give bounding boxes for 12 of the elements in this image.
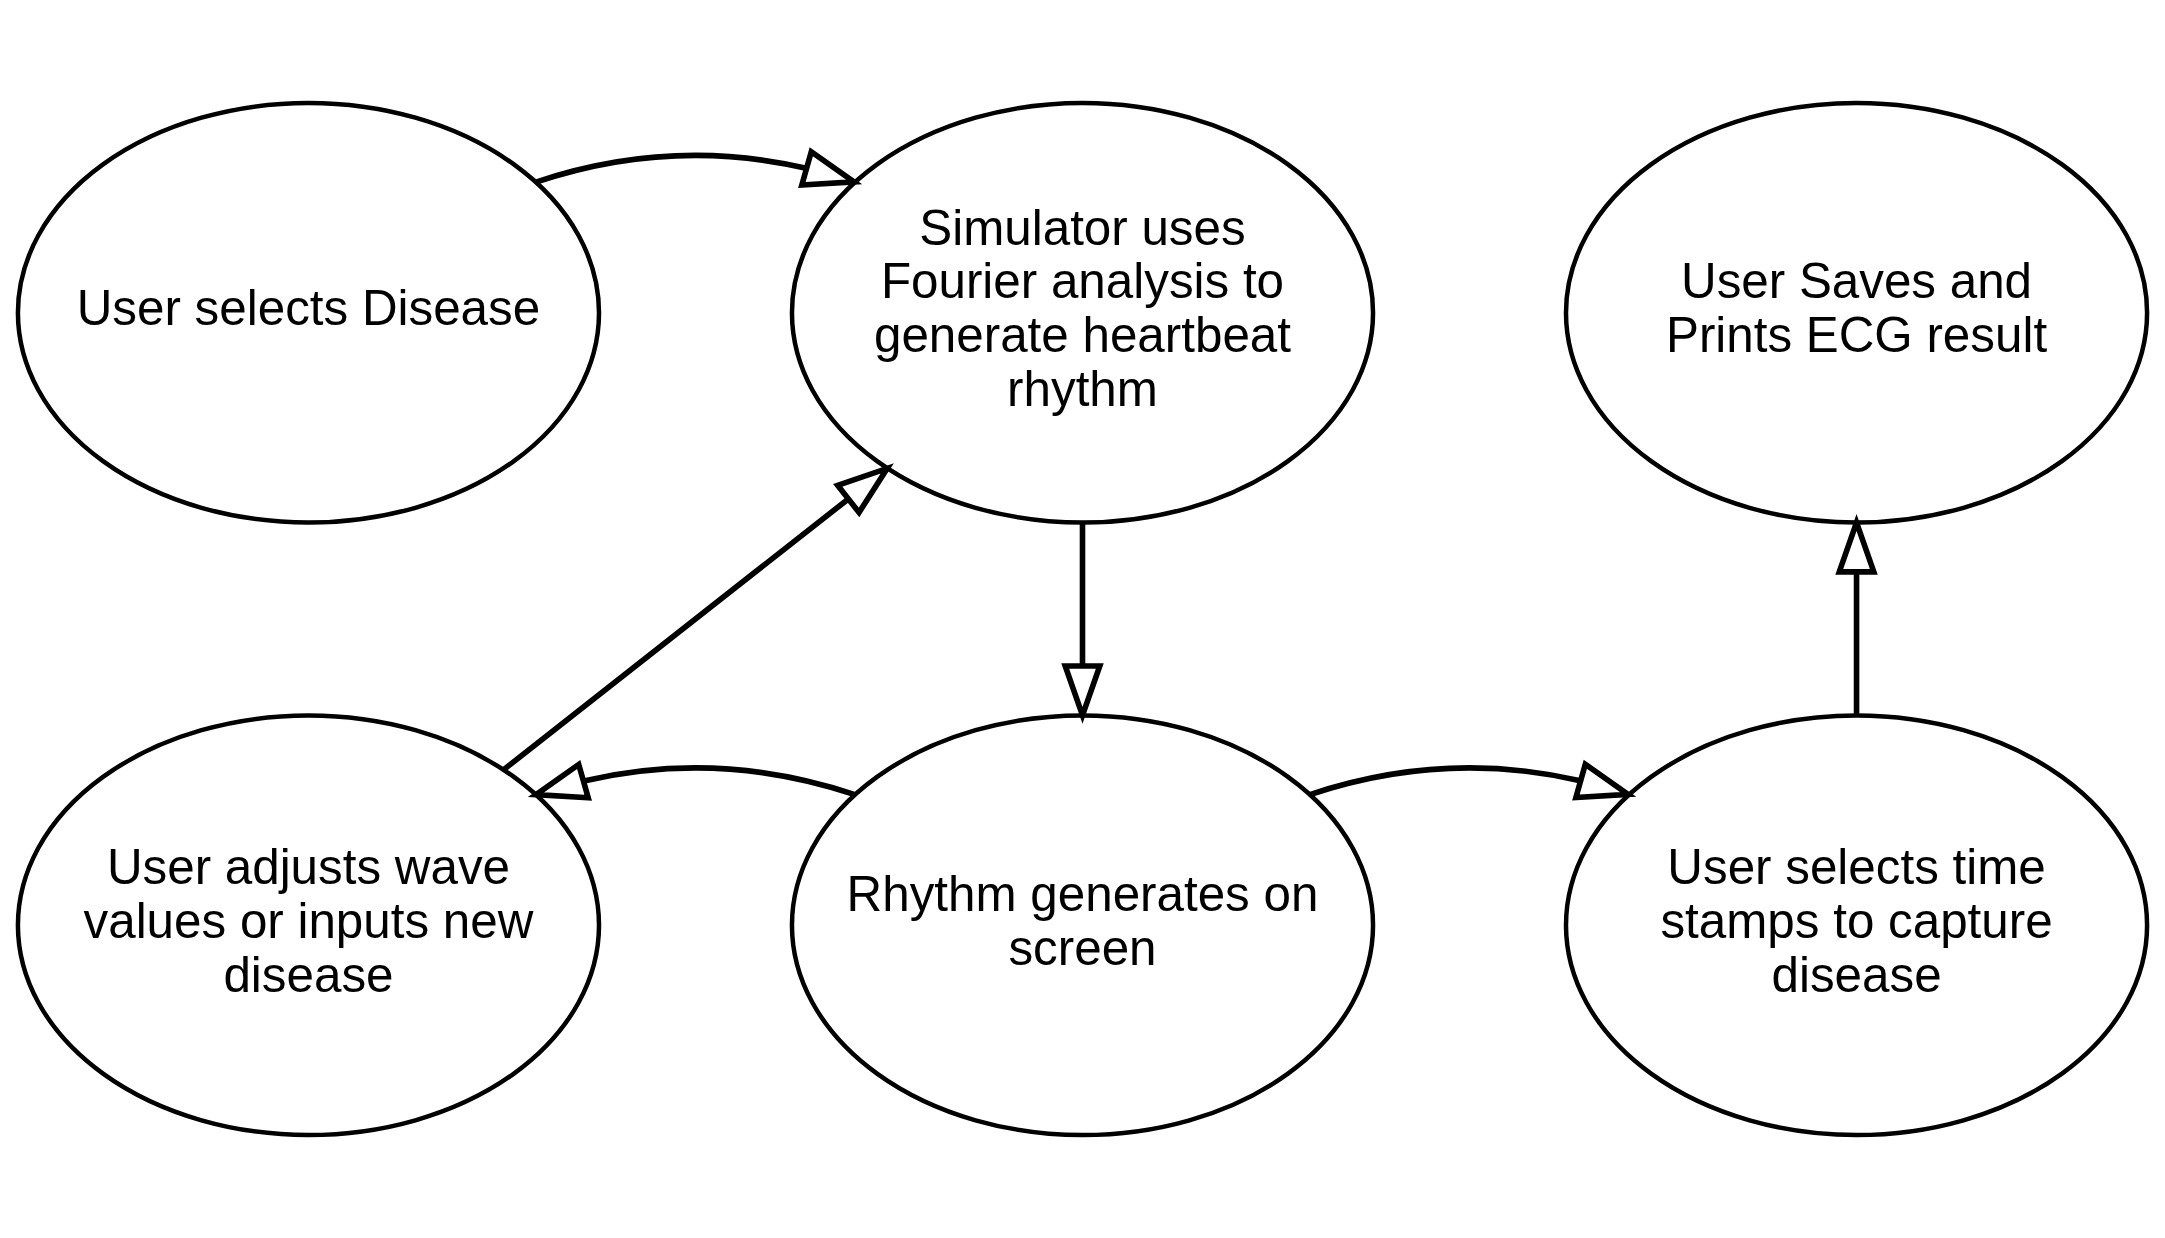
arrow	[535, 147, 863, 189]
node-ellipse: Simulator uses Fourier analysis to generate heartbeat rhythm	[789, 100, 1376, 525]
arrow	[1309, 759, 1637, 801]
arrow	[502, 463, 894, 772]
arrow	[1835, 514, 1878, 716]
node-ellipse: Rhythm generates on screen	[789, 713, 1376, 1138]
node-ellipse: User selects time stamps to capture disease	[1563, 713, 2150, 1138]
node-ellipse: User selects Disease	[15, 100, 602, 525]
node-ellipse: User adjusts wave values or inputs new disease	[15, 713, 602, 1138]
arrow	[527, 759, 855, 801]
arrow	[1061, 522, 1104, 724]
node-ellipse: User Saves and Prints ECG result	[1563, 100, 2150, 525]
